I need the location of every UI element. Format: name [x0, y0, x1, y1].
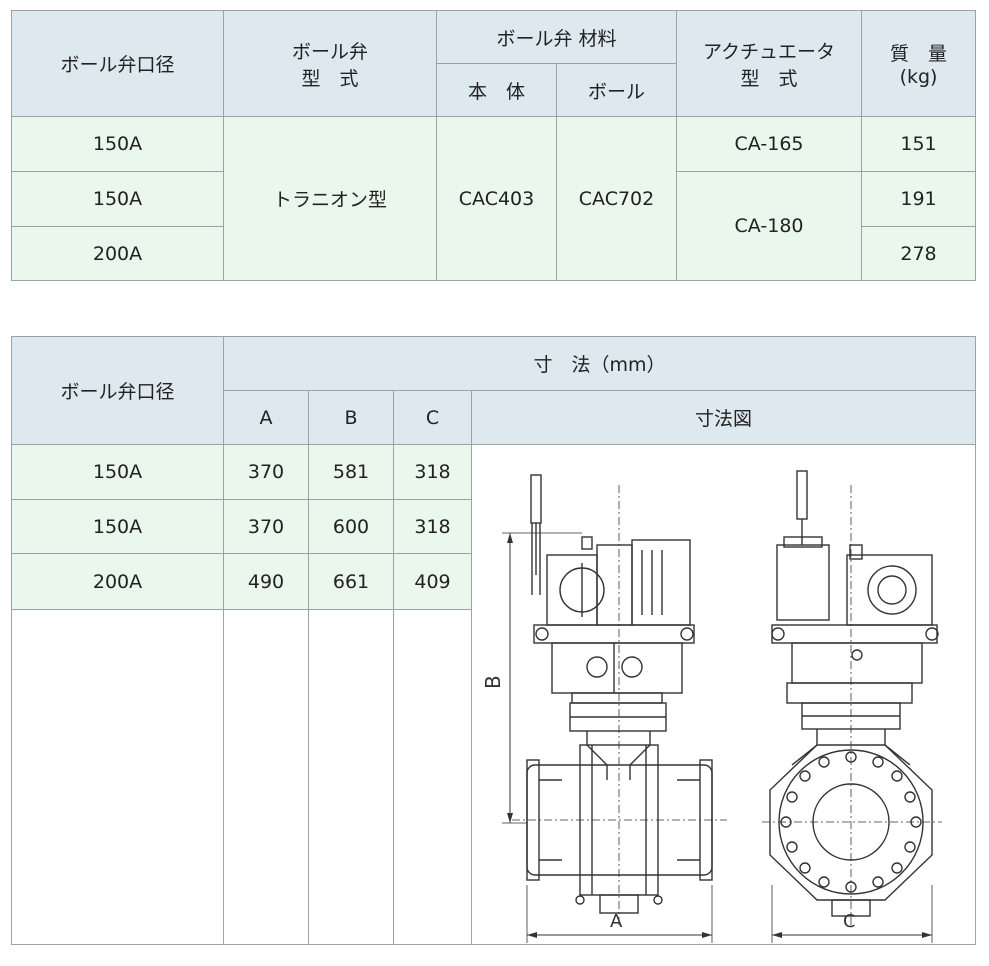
header-drawing: 寸法図	[470, 390, 977, 445]
valve-type-cell: トラニオン型	[223, 116, 437, 281]
header-valve-type-line2: 型 式	[301, 67, 359, 90]
body-material-cell: CAC403	[436, 116, 557, 281]
table-row: 150A トラニオン型 CAC403 CAC702 CA-165 151	[11, 116, 977, 281]
empty-cell	[308, 608, 394, 946]
header-dim-a: A	[223, 390, 309, 445]
side-view-drawing	[502, 474, 727, 943]
bore-cell: 150A	[11, 171, 224, 227]
header-valve-type-line1: ボール弁	[291, 40, 368, 63]
empty-cell	[393, 608, 472, 946]
bore-cell: 200A	[11, 226, 224, 281]
header-material: ボール弁 材料	[435, 10, 678, 64]
header-mass-line1: 質 量	[890, 43, 948, 65]
dimension-label-c: C	[843, 911, 856, 932]
header-actuator-type-line1: アクチュエータ	[702, 40, 836, 63]
header-actuator-type: アクチュエータ 型 式	[676, 10, 863, 117]
header-mass-line2: (kg)	[899, 66, 938, 88]
front-view-drawing	[762, 470, 942, 943]
mass-cell: 151	[861, 116, 977, 172]
dim-b-cell: 661	[308, 553, 394, 610]
header-material-body: 本 体	[436, 63, 557, 117]
empty-cell	[11, 608, 224, 946]
header-bore: ボール弁口径	[11, 10, 224, 117]
dim-b-cell: 600	[308, 499, 394, 555]
table-row: 150A 370 600 318	[11, 499, 976, 555]
header-dim-b: B	[308, 390, 394, 445]
table-row: 200A 278	[11, 226, 977, 281]
table-row: 200A 490 661 409	[11, 553, 976, 610]
actuator-cell: CA-180	[676, 171, 863, 281]
dim-a-cell: 370	[223, 443, 309, 501]
header-dimensions: 寸 法（mm）	[222, 336, 977, 391]
header-material-ball: ボール	[555, 63, 678, 117]
bore-cell: 150A	[11, 116, 224, 172]
dim-b-cell: 581	[308, 443, 394, 501]
valve-dimension-drawing: B A	[481, 470, 942, 943]
header-mass: 質 量 (kg)	[861, 10, 977, 117]
header-actuator-type-line2: 型 式	[740, 67, 798, 90]
bore-cell: 150A	[11, 499, 224, 555]
header-dim-c: C	[393, 390, 472, 445]
table-row-empty	[11, 608, 976, 946]
bore-cell: 150A	[11, 443, 224, 501]
dim-a-cell: 490	[223, 553, 309, 610]
header-bore: ボール弁口径	[11, 336, 224, 445]
dim-c-cell: 318	[393, 443, 472, 501]
dim-c-cell: 409	[393, 553, 472, 610]
dimension-drawing-cell: B A	[470, 444, 977, 945]
header-valve-type: ボール弁 型 式	[223, 10, 437, 117]
table-row: 150A 370 581 318	[11, 443, 977, 945]
dimension-label-a: A	[610, 911, 623, 932]
bore-cell: 200A	[11, 553, 224, 610]
dimension-label-b: B	[481, 675, 505, 689]
mass-cell: 191	[861, 171, 977, 227]
spec-table: ボール弁口径 ボール弁 型 式 ボール弁 材料 アクチュエータ 型 式 質 量 …	[11, 10, 977, 281]
dim-a-cell: 370	[223, 499, 309, 555]
empty-cell	[223, 608, 309, 946]
mass-cell: 278	[861, 226, 977, 281]
dim-c-cell: 318	[393, 499, 472, 555]
dimension-table: ボール弁口径 寸 法（mm） A B C 寸法図 150A 370 581 31…	[11, 336, 977, 946]
actuator-cell: CA-165	[676, 116, 863, 172]
ball-material-cell: CAC702	[555, 116, 678, 281]
